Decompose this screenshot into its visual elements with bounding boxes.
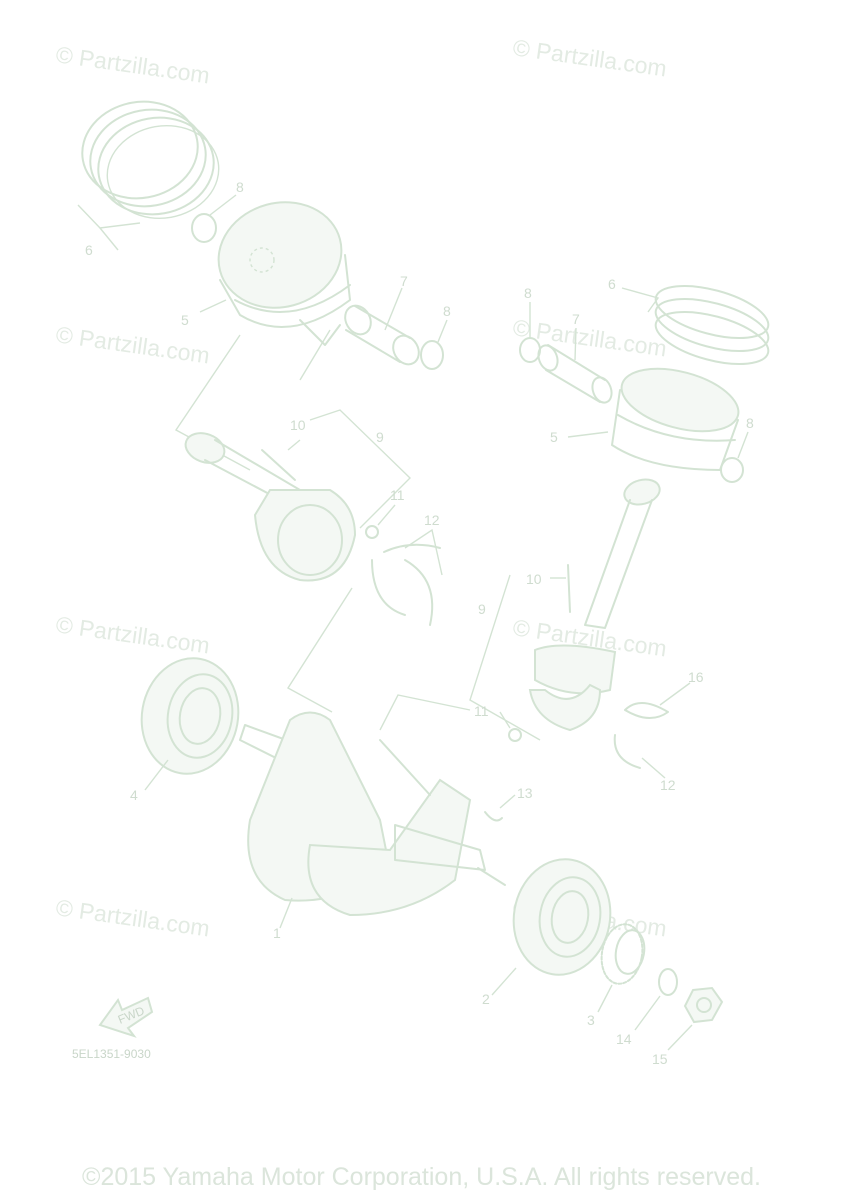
watermark: © Partzilla.com <box>54 321 211 368</box>
woodruff-key <box>484 811 503 822</box>
piston-left <box>217 201 351 346</box>
callout: 12 <box>660 777 676 793</box>
callout: 15 <box>652 1051 668 1067</box>
leader-6-left <box>99 227 119 251</box>
crankshaft <box>239 711 506 917</box>
callout: 10 <box>526 571 542 587</box>
leader-4 <box>144 759 169 791</box>
circlip <box>720 457 744 483</box>
leader-11 <box>499 711 511 729</box>
bearing-right <box>613 702 669 769</box>
leader-12 <box>641 757 666 779</box>
leader-10 <box>287 439 301 451</box>
callout: 7 <box>400 273 408 289</box>
leader-9 <box>469 574 541 741</box>
callout: 3 <box>587 1012 595 1028</box>
circlip <box>191 213 217 243</box>
callout: 9 <box>376 429 384 445</box>
connecting-rod-left <box>184 432 357 582</box>
leader-7 <box>574 327 577 361</box>
crank-nut <box>683 986 724 1024</box>
assembly-line <box>174 334 251 471</box>
assembly-line <box>287 587 353 713</box>
leader-2 <box>491 967 517 996</box>
timing-gear <box>600 923 646 985</box>
callout: 12 <box>424 512 440 528</box>
callout: 7 <box>572 311 580 327</box>
diagram-code: 5EL1351-9030 <box>72 1047 151 1061</box>
wrist-pin-left <box>344 304 420 366</box>
leader-8 <box>209 194 237 216</box>
bearing-left <box>371 543 441 626</box>
piston-right <box>611 367 740 471</box>
leader-7 <box>384 287 403 331</box>
watermark: © Partzilla.com <box>54 611 211 658</box>
leader-15 <box>667 1024 693 1051</box>
fwd-arrow-icon: FWD <box>98 996 154 1038</box>
leader-9 <box>309 409 411 529</box>
bearing-lower-right <box>528 683 602 732</box>
washer <box>658 968 678 996</box>
rod-nut <box>365 525 379 539</box>
main-bearing <box>512 858 612 976</box>
leader-14 <box>634 995 661 1031</box>
callout: 8 <box>524 285 532 301</box>
wrist-pin-right <box>537 344 613 404</box>
watermark: © Partzilla.com <box>511 314 668 361</box>
watermark: © Partzilla.com <box>54 894 211 941</box>
copyright-notice: ©2015 Yamaha Motor Corporation, U.S.A. A… <box>82 1163 761 1191</box>
callout: 10 <box>290 417 306 433</box>
piston-rings-right <box>654 284 770 366</box>
callout: 8 <box>443 303 451 319</box>
leader-16 <box>659 682 691 706</box>
circlip <box>420 340 444 370</box>
callout: 14 <box>616 1031 632 1047</box>
connecting-rod-right <box>534 478 661 695</box>
callout: 8 <box>236 179 244 195</box>
callout: 9 <box>478 601 486 617</box>
leader-6-left <box>77 204 141 229</box>
leader-8 <box>737 431 749 459</box>
leader-13 <box>499 794 516 809</box>
callout: 11 <box>390 487 405 503</box>
callout: 4 <box>130 787 138 803</box>
watermark: © Partzilla.com <box>54 41 211 88</box>
leader-1 <box>279 897 293 929</box>
callout: 5 <box>550 429 558 445</box>
callouts: 1 2 3 4 5 5 6 6 7 7 8 8 8 8 9 9 10 10 11… <box>85 179 754 1067</box>
rod-nut <box>508 728 522 742</box>
piston-rings-left <box>81 100 220 220</box>
assembly-line <box>379 694 471 731</box>
callout: 6 <box>85 242 93 258</box>
leader-8 <box>437 319 448 343</box>
callout: 8 <box>746 415 754 431</box>
leader-3 <box>597 984 613 1013</box>
rod-bolt <box>567 564 571 613</box>
leader-5 <box>199 299 227 313</box>
leader-5 <box>567 431 609 438</box>
callout: 5 <box>181 312 189 328</box>
callout: 16 <box>688 669 704 685</box>
callout: 13 <box>517 785 533 801</box>
leader-12 <box>404 528 443 576</box>
rod-bolt <box>261 449 296 481</box>
callout: 11 <box>474 703 489 719</box>
callout: 6 <box>608 276 616 292</box>
leader-11 <box>377 504 396 526</box>
watermark: © Partzilla.com <box>511 34 668 81</box>
oil-seal <box>140 657 240 775</box>
leader-6-right <box>621 287 660 313</box>
callout: 1 <box>273 925 281 941</box>
assembly-line <box>299 329 331 381</box>
callout: 2 <box>482 991 490 1007</box>
